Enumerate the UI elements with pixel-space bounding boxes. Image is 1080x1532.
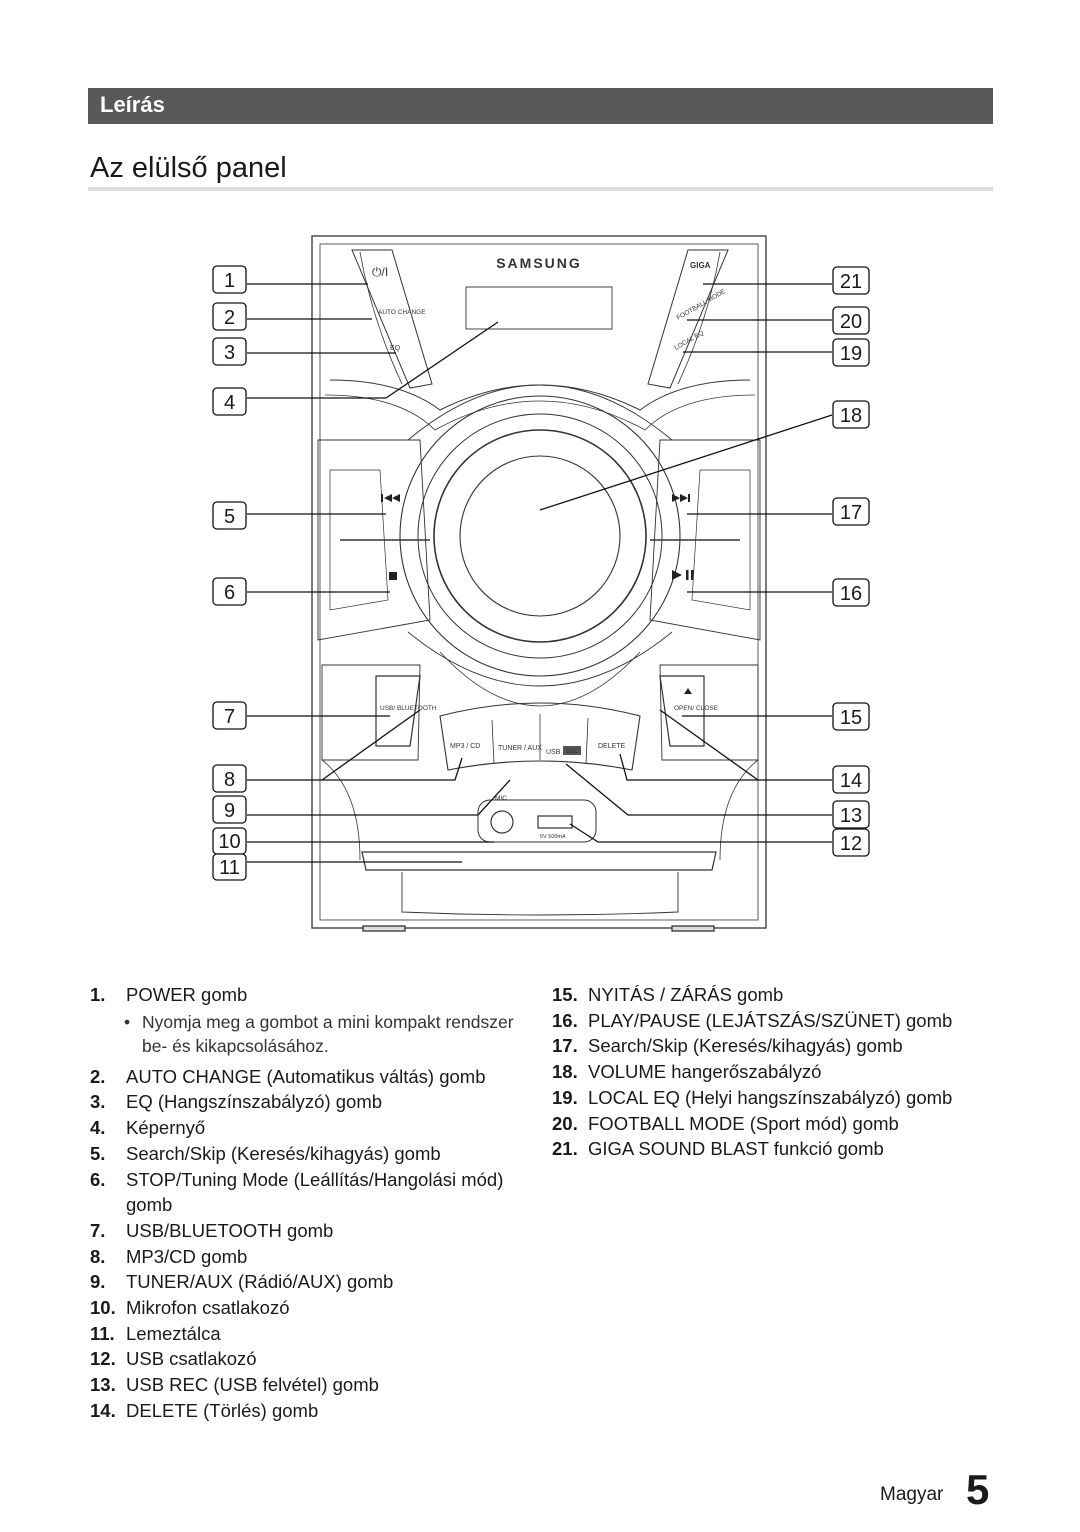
list-item: 8.MP3/CD gomb [90,1245,248,1267]
rec-label: REC [566,749,579,755]
callout-1: 1 [224,270,235,292]
mp3-cd-label: MP3 / CD [450,743,480,750]
list-item: 4.Képernyő [90,1117,206,1139]
display-window [465,286,613,330]
list-item: 18.VOLUME hangerőszabályzó [552,1061,822,1083]
list-item: 3.EQ (Hangszínszabályzó) gomb [90,1091,383,1113]
callout-14: 14 [840,770,862,792]
mic-jack [490,810,514,834]
stop-icon [389,572,397,580]
callout-21: 21 [840,271,862,293]
list-item: 20.FOOTBALL MODE (Sport mód) gomb [552,1112,899,1134]
volume-knob [459,455,621,617]
callout-12: 12 [840,833,862,855]
list-item: 7.USB/BLUETOOTH gomb [90,1219,334,1241]
list-item: 13.USB REC (USB felvétel) gomb [90,1374,379,1396]
list-item: 6.STOP/Tuning Mode (Leállítás/Hangolási … [90,1168,504,1216]
list-item: 1.POWER gomb [90,984,248,1005]
list-item-note: •Nyomja meg a gombot a mini kompakt rend… [124,1011,514,1056]
callout-4: 4 [224,392,235,414]
list-item: 5.Search/Skip (Keresés/kihagyás) gomb [90,1142,441,1164]
usb-rating-label: 5V 500mA [540,834,566,840]
footer-language: Magyar [880,1484,944,1505]
list-item: 9.TUNER/AUX (Rádió/AUX) gomb [90,1271,394,1293]
callout-7: 7 [224,706,235,728]
list-item: 11.Lemeztálca [90,1322,221,1344]
callout-9: 9 [224,800,235,822]
section-label: Leírás [100,92,165,117]
callouts-right: 21 20 19 18 17 16 15 14 13 12 [832,266,870,857]
callout-20: 20 [840,311,862,333]
list-item: 15.NYITÁS / ZÁRÁS gomb [552,984,784,1005]
usb-label: USB [546,749,561,756]
open-close-label: OPEN/ CLOSE [674,705,719,712]
section-header-bar: Leírás [88,88,993,124]
callout-18: 18 [840,405,862,427]
description-list-left: 1.POWER gomb •Nyomja meg a gombot a mini… [90,982,535,1424]
play-pause-icon [672,570,694,580]
callout-2: 2 [224,307,235,329]
list-item: 2.AUTO CHANGE (Automatikus váltás) gomb [90,1065,486,1087]
title-divider [88,187,993,191]
list-item: 14.DELETE (Törlés) gomb [90,1399,319,1421]
page-number: 5 [966,1466,990,1513]
device-body [311,235,767,929]
disc-tray [361,851,717,871]
callout-3: 3 [224,342,235,364]
callout-8: 8 [224,769,235,791]
callout-5: 5 [224,506,235,528]
callout-13: 13 [840,805,862,827]
volume-knob-outer [399,395,681,677]
skip-forward-icon [672,494,690,502]
tuner-aux-label: TUNER / AUX [498,745,542,752]
skip-back-icon [381,494,400,502]
callouts-left: 1 2 3 4 5 6 7 8 9 10 11 [212,265,247,881]
port-panel [477,799,597,843]
usb-bluetooth-button [375,675,421,747]
list-item: 19.LOCAL EQ (Helyi hangszínszabályzó) go… [552,1086,953,1108]
callout-11: 11 [219,857,240,879]
eq-label: EQ [390,345,401,352]
front-panel-diagram: SAMSUNG ⏻/I AUTO CHANGE EQ GIGA FOOTBALL… [212,235,870,932]
leader-lines [247,283,833,863]
callout-19: 19 [840,343,862,365]
auto-change-label: AUTO CHANGE [378,309,426,316]
list-item: 12.USB csatlakozó [90,1348,257,1370]
list-item: 16.PLAY/PAUSE (LEJÁTSZÁS/SZÜNET) gomb [552,1009,953,1031]
delete-label: DELETE [598,743,626,750]
list-item: 10.Mikrofon csatlakozó [90,1297,290,1319]
list-item: 21.GIGA SOUND BLAST funkció gomb [552,1138,884,1160]
open-close-button [659,675,705,747]
usb-port [537,815,573,829]
callout-17: 17 [840,502,862,524]
giga-label: GIGA [690,261,711,270]
power-label: ⏻/I [372,265,388,279]
callout-10: 10 [218,831,240,853]
callout-15: 15 [840,707,862,729]
eject-icon [684,688,692,694]
list-item: 17.Search/Skip (Keresés/kihagyás) gomb [552,1035,903,1057]
page-title: Az elülső panel [90,152,287,184]
callout-6: 6 [224,582,235,604]
description-list-right: 15.NYITÁS / ZÁRÁS gomb 16.PLAY/PAUSE (LE… [552,982,992,1162]
callout-16: 16 [840,583,862,605]
usb-bluetooth-label: USB/ BLUETOOTH [380,705,437,712]
transport-icons [381,494,694,694]
brand-logo: SAMSUNG [496,255,582,271]
mic-label: MIC [495,795,507,802]
lower-button-strip [439,702,641,771]
